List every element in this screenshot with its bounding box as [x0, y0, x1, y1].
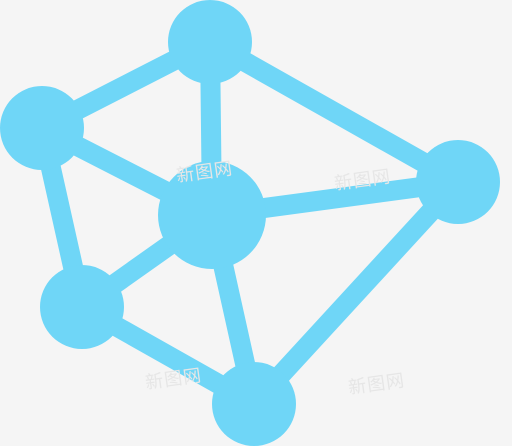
node-top — [168, 0, 252, 84]
node-bottom-left — [40, 265, 124, 349]
node-bottom — [212, 362, 296, 446]
node-right — [416, 140, 500, 224]
edge-right-bottom — [244, 172, 468, 414]
node-center — [158, 161, 266, 269]
node-left — [0, 86, 84, 170]
edge-top-right — [200, 32, 468, 192]
